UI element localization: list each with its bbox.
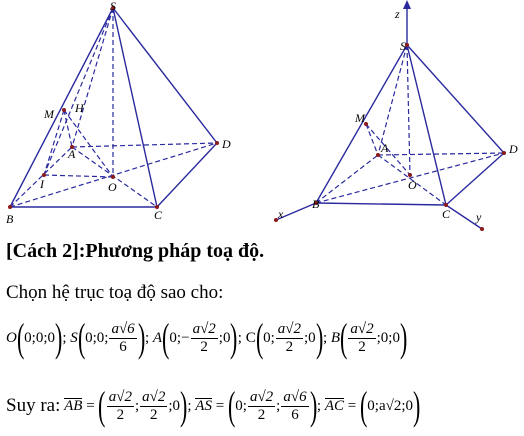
label-C: C [442, 207, 451, 221]
label-S: S [110, 0, 116, 13]
AS-den2: 6 [291, 406, 299, 423]
label-A: A [67, 147, 76, 161]
label-M: M [354, 111, 366, 125]
AB-num2: a√2 [140, 388, 168, 407]
section-heading: [Cách 2]:Phương pháp toạ độ. [6, 240, 265, 262]
AB-den1: 2 [116, 406, 125, 423]
AS-pre: 0; [235, 397, 247, 414]
vector-AC: AC [324, 397, 345, 414]
AS-num1: a√2 [247, 388, 276, 407]
pyramid-figure-right: z S M A O D B C x y [274, 0, 518, 231]
AC-value: 0;a√2;0 [367, 397, 414, 414]
C-post: ;0 [303, 329, 316, 346]
point-C: C [245, 329, 256, 346]
label-x: x [277, 207, 284, 221]
point-S: S [70, 329, 78, 346]
A-pre: 0;− [169, 329, 190, 346]
B-den: 2 [358, 338, 366, 355]
label-H: H [74, 101, 85, 115]
label-B: B [6, 212, 14, 226]
A-post: ;0 [218, 329, 231, 346]
label-M: M [43, 107, 55, 121]
label-D: D [221, 137, 231, 151]
label-O: O [408, 178, 417, 192]
label-I: I [39, 177, 45, 191]
C-num: a√2 [275, 320, 303, 339]
A-num: a√2 [190, 320, 218, 339]
O-value: 0;0;0 [24, 329, 56, 346]
C-pre: 0; [263, 329, 275, 346]
label-B: B [312, 197, 320, 211]
label-y: y [475, 210, 482, 224]
label-A: A [380, 141, 389, 155]
S-num: a√6 [109, 320, 137, 339]
label-C: C [154, 208, 163, 222]
AS-num2: a√6 [281, 388, 309, 407]
label-z: z [394, 7, 400, 21]
S-pre: 0;0; [85, 329, 109, 346]
label-D: D [508, 142, 518, 156]
label-S: S [400, 39, 406, 53]
AB-post: ;0 [168, 397, 181, 414]
result-prefix: Suy ra: [6, 395, 61, 416]
pyramid-figure-left: S H M A I O D B C [6, 0, 231, 226]
B-num: a√2 [348, 320, 376, 339]
C-den: 2 [285, 338, 294, 355]
intro-text: Chọn hệ trục toạ độ sao cho: [6, 282, 224, 303]
AS-den1: 2 [257, 406, 266, 423]
point-B: B [330, 329, 341, 346]
B-post: ;0;0 [376, 329, 400, 346]
label-O: O [108, 180, 117, 194]
S-den: 6 [119, 338, 127, 355]
point-O: O [6, 329, 17, 346]
AB-den2: 2 [150, 406, 158, 423]
A-den: 2 [200, 338, 208, 355]
vector-AS: AS [195, 397, 212, 414]
vector-AB: AB [64, 397, 83, 414]
AB-num1: a√2 [106, 388, 134, 407]
point-A: A [152, 329, 163, 346]
